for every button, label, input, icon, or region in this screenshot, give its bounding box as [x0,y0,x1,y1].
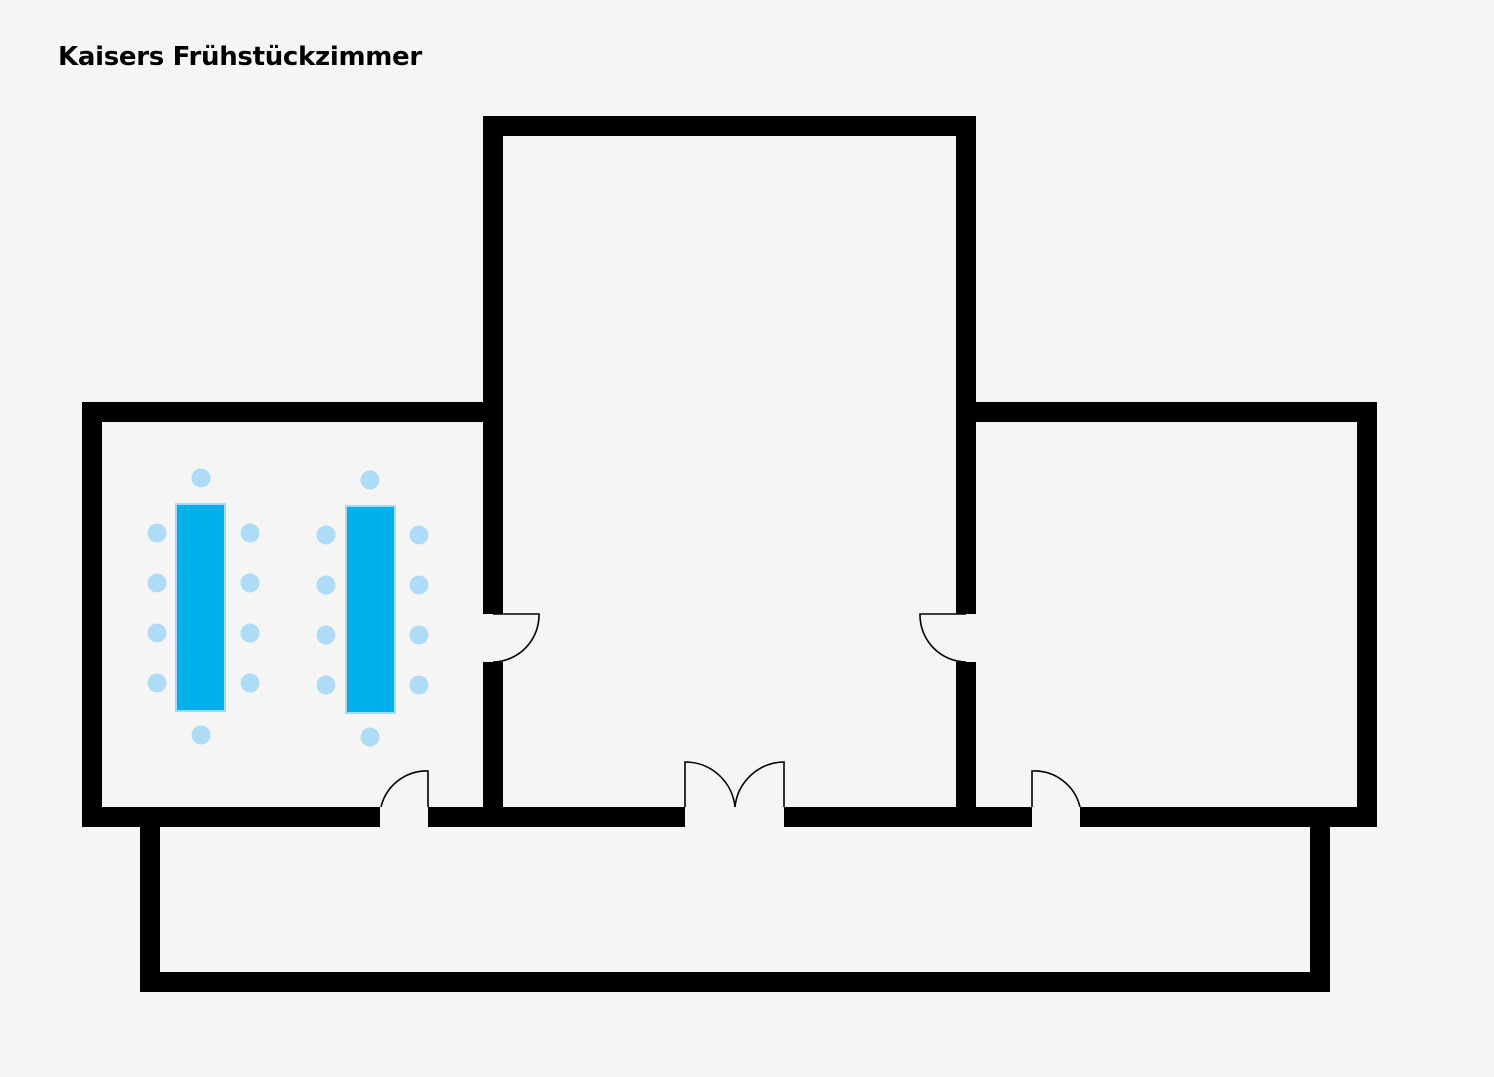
wall-corridor-right [1310,807,1330,992]
door-hall-right-room [919,613,967,663]
chair [409,525,429,545]
chair [316,525,336,545]
chair [240,623,260,643]
wall-bottom-seg-4 [1080,807,1377,827]
chair [316,625,336,645]
wall-right-top [956,402,1377,422]
door-right-room-corridor [1031,770,1081,808]
wall-center-top [483,116,976,136]
wall-corridor-bottom [140,972,1330,992]
door-hall-corridor-right-leaf [734,761,785,808]
chair [409,675,429,695]
page-title: Kaisers Frühstückzimmer [58,42,422,72]
chair [409,575,429,595]
chair [240,523,260,543]
chair [240,673,260,693]
wall-center-left-lower [483,662,503,827]
chair [360,470,380,490]
door-hall-corridor-left-leaf [684,761,736,808]
wall-left-top [82,402,503,422]
door-left-room-hall [492,613,540,663]
chair [191,468,211,488]
wall-center-left-upper [483,116,503,614]
chair [316,575,336,595]
wall-left-outer [82,402,102,827]
chair [360,727,380,747]
wall-center-right-upper [956,116,976,614]
chair [147,573,167,593]
table [345,505,396,714]
wall-corridor-left [140,807,160,992]
chair [409,625,429,645]
chairs [316,470,429,747]
chair [240,573,260,593]
table-group-1 [147,468,260,745]
door-left-room-corridor [380,770,429,808]
wall-center-right-lower [956,662,976,827]
chair [147,523,167,543]
wall-bottom-seg-3 [784,807,1032,827]
wall-bottom-seg-1 [82,807,380,827]
table-group-2 [316,470,429,747]
chair [316,675,336,695]
chair [147,673,167,693]
walls [82,116,1377,992]
chair [191,725,211,745]
table [175,503,226,712]
chair [147,623,167,643]
chairs [147,468,260,745]
doors [380,613,1081,808]
wall-right-outer [1357,402,1377,827]
wall-bottom-seg-2 [428,807,685,827]
